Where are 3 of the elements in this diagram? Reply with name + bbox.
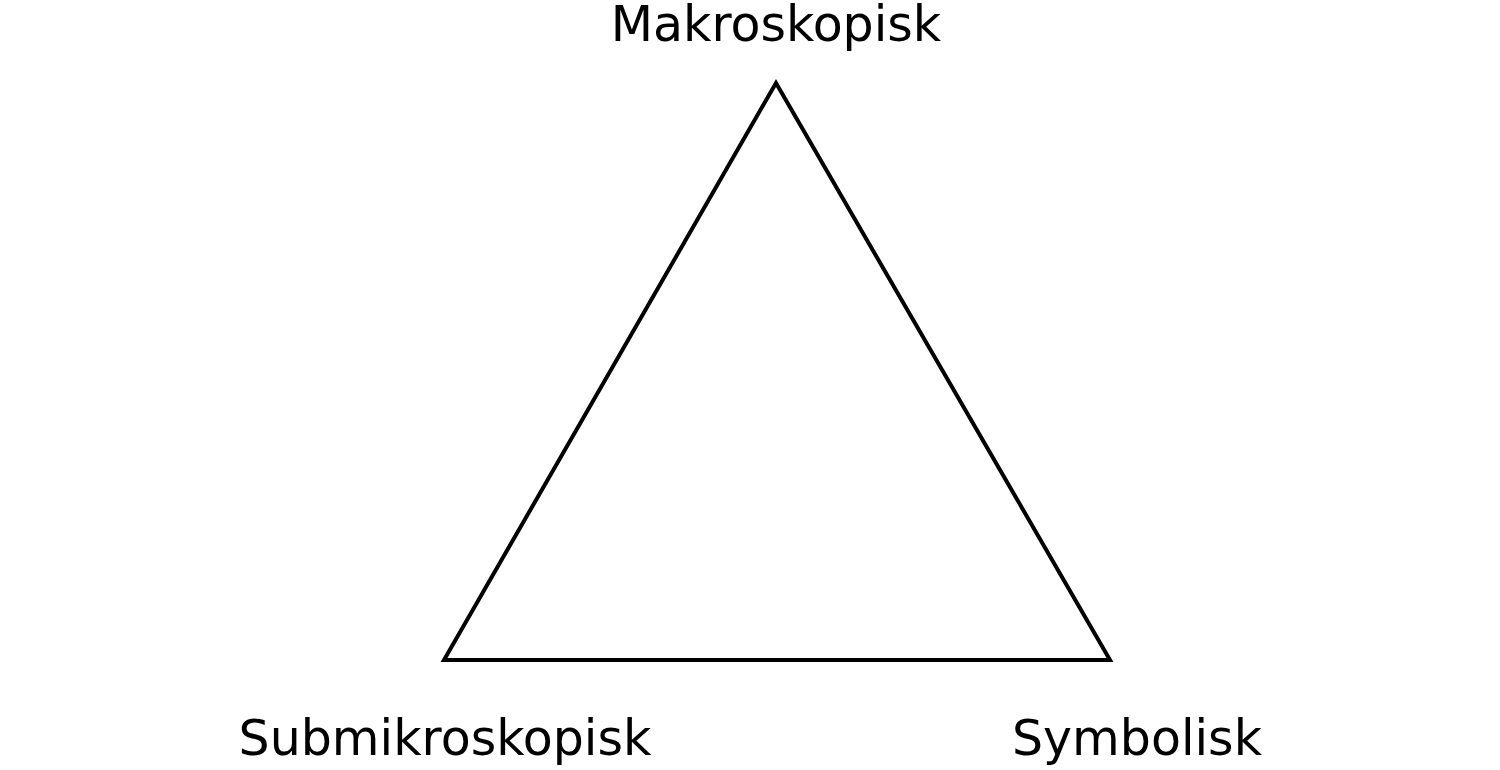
vertex-label: Submikroskopisk: [238, 714, 652, 763]
vertex-label: Symbolisk: [1011, 714, 1263, 763]
vertex-label: Makroskopisk: [610, 0, 942, 49]
